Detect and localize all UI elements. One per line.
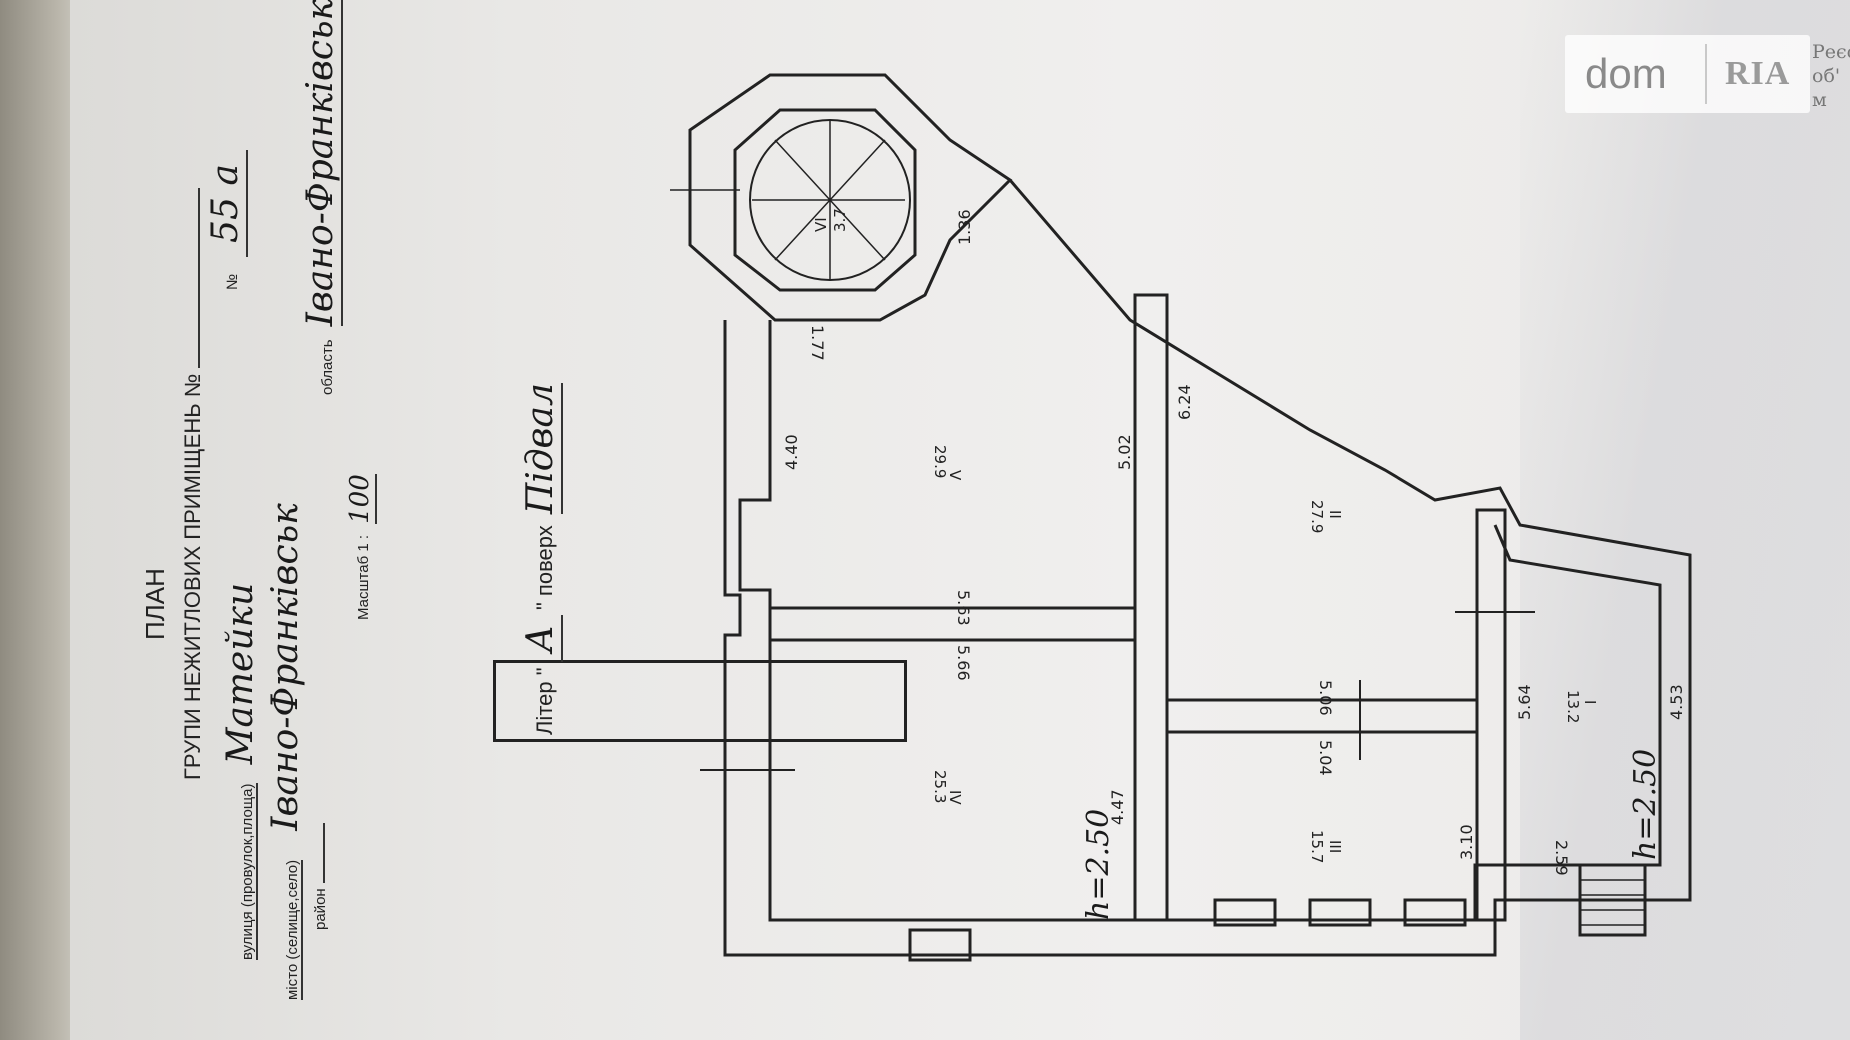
outer-wall [723, 179, 1692, 957]
dim-2-59: 2.59 [1552, 840, 1571, 876]
room-ii-area: 27.9 [1308, 500, 1326, 533]
dim-5-63: 5.63 [954, 590, 973, 626]
room-ii-label: II [1326, 510, 1344, 519]
room-i-label: I [1581, 700, 1599, 704]
room-i-area: 13.2 [1564, 690, 1582, 723]
dim-1-36: 1.36 [955, 209, 974, 245]
watermark-dom: dom [1585, 50, 1667, 97]
height-label-right: h=2.50 [1628, 749, 1663, 860]
room-iv-area: 25.3 [931, 770, 949, 803]
dim-5-06: 5.06 [1316, 680, 1335, 716]
edge-text-line-1: Реєс [1812, 41, 1850, 63]
edge-text-line-2: об' [1812, 65, 1841, 87]
dim-4-53: 4.53 [1667, 684, 1686, 720]
room-v-area: 29.9 [931, 445, 949, 478]
watermark-ria: RIA [1725, 55, 1791, 92]
stair-tower-inner [733, 108, 917, 292]
dim-5-66: 5.66 [954, 645, 973, 681]
room-iv-label: IV [946, 790, 964, 805]
entrance-stairs [1578, 863, 1647, 937]
room-vi-area: 3.7 [831, 208, 849, 232]
room-iii-label: III [1326, 840, 1344, 853]
room-vi-label: VI [812, 217, 830, 232]
domria-watermark: dom RIA [1565, 35, 1810, 113]
partition-v-iv [768, 606, 1137, 642]
dim-1-77: 1.77 [808, 325, 827, 361]
edge-text-line-3: м [1812, 89, 1827, 111]
dim-3-10: 3.10 [1457, 824, 1476, 860]
dim-4-40: 4.40 [782, 434, 801, 470]
partition-central [1133, 293, 1169, 922]
partition-ii-i [1475, 508, 1507, 922]
room-v-label: V [946, 470, 964, 481]
dim-5-04: 5.04 [1316, 740, 1335, 776]
second-sheet-overlay [1520, 0, 1850, 1040]
dim-4-47: 4.47 [1108, 789, 1127, 825]
dim-5-02: 5.02 [1115, 434, 1134, 470]
inner-wall [738, 320, 1662, 922]
stair-tower-outer [688, 73, 1013, 322]
height-label-left: h=2.50 [1081, 809, 1116, 920]
dim-6-24: 6.24 [1175, 384, 1194, 420]
edge-page-text: Реєс об' м [1812, 40, 1850, 112]
room-iii-area: 15.7 [1308, 830, 1326, 863]
dim-5-64: 5.64 [1515, 684, 1534, 720]
watermark-separator [1705, 44, 1707, 104]
